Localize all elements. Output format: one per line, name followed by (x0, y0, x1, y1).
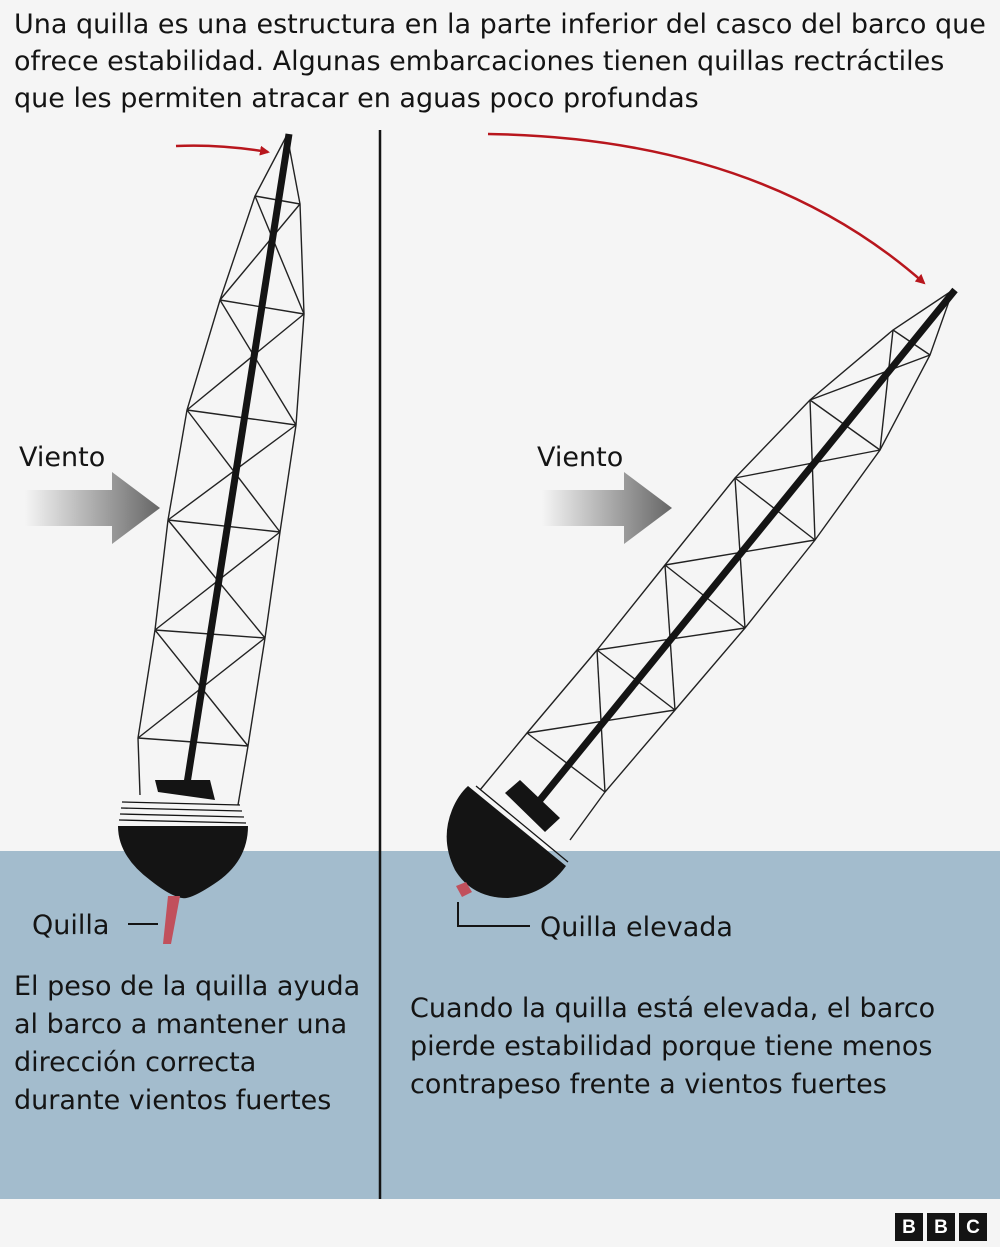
left-caption: El peso de la quilla ayuda al barco a ma… (14, 971, 361, 1116)
mast-heeled (537, 287, 958, 803)
raised-keel (456, 882, 472, 897)
bbc-logo-letter: C (959, 1213, 987, 1241)
wind-label-right: Viento (537, 442, 623, 473)
raised-keel-label: Quilla elevada (540, 912, 733, 943)
wind-arrow-right (542, 472, 672, 544)
hull-heeled (446, 786, 566, 898)
deck-rail (118, 801, 247, 824)
mast (182, 133, 293, 791)
wind-label-left: Viento (19, 442, 105, 473)
keel-label: Quilla (32, 910, 109, 941)
left-tilt-arrow (175, 144, 270, 156)
bbc-logo: B B C (895, 1213, 987, 1241)
bbc-logo-letter: B (895, 1213, 923, 1241)
cabin-heeled (505, 780, 560, 832)
keel (163, 896, 180, 944)
raised-keel-leader-line (457, 902, 530, 927)
heeled-boat (446, 287, 958, 898)
cabin (155, 780, 215, 800)
water-right (381, 851, 1000, 1199)
sail-rig-heeled (479, 289, 954, 841)
right-caption: Cuando la quilla está elevada, el barco … (410, 993, 936, 1100)
bbc-logo-letter: B (927, 1213, 955, 1241)
water-left (0, 851, 379, 1199)
intro-heading: Una quilla es una estructura en la parte… (14, 9, 986, 114)
upright-boat (118, 133, 305, 944)
wind-arrow-left (25, 472, 160, 544)
hull (118, 826, 248, 899)
sail-rig (137, 134, 305, 806)
right-tilt-arrow (487, 132, 926, 285)
